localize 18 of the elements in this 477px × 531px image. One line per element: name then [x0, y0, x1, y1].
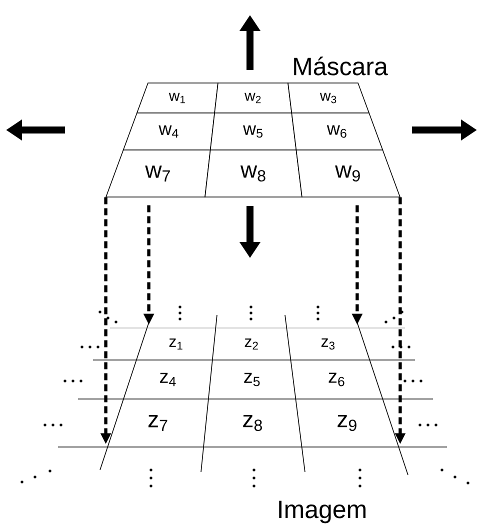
grid-cell: z$_{7}$	[148, 415, 168, 431]
grid-cell: z$_{2}$	[244, 338, 258, 350]
label: Máscara	[294, 56, 388, 76]
grid-cell: w$_{3}$	[288, 82, 370, 114]
grid-cell: w$_{5}$	[210, 112, 297, 150]
grid-cell: w$_{9}$	[296, 150, 401, 198]
grid-cell: z$_{6}$	[328, 372, 344, 386]
grid-cell: z$_{5}$	[244, 372, 260, 386]
grid-cell: z$_{3}$	[321, 338, 335, 350]
grid-cell: z$_{9}$	[338, 414, 356, 432]
grid-cell: z$_{1}$	[169, 338, 182, 350]
grid-cell: z$_{8}$	[243, 414, 262, 432]
grid-cell: w$_{6}$	[291, 112, 384, 150]
grid-cell: w$_{4}$	[122, 112, 216, 150]
grid-cell: w$_{2}$	[214, 82, 292, 114]
grid-cell: z$_{4}$	[160, 372, 176, 386]
grid-cell: w$_{8}$	[204, 150, 302, 198]
label: Imagem	[279, 500, 366, 524]
